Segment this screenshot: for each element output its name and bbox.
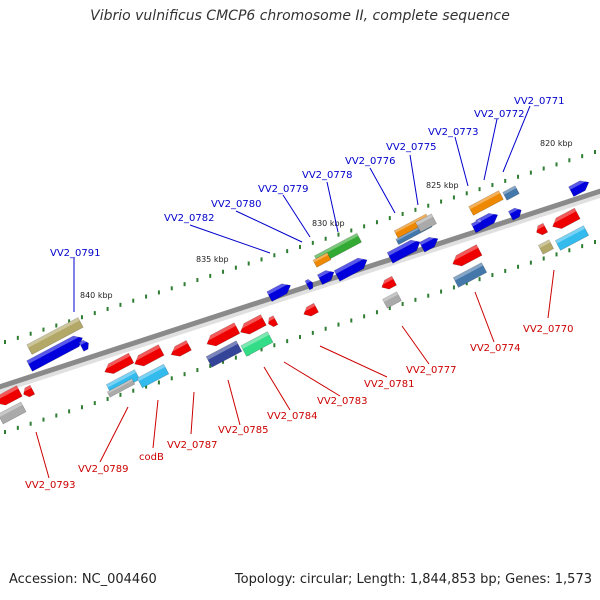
feature-plus-arrow	[470, 219, 483, 234]
scale-label: 820 kbp	[540, 139, 573, 148]
gene-label-minus: VV2_0783	[317, 396, 368, 407]
feature-minus-arrow	[549, 207, 581, 229]
gene-label-minus: VV2_0777	[406, 365, 457, 376]
leader-line	[189, 224, 271, 254]
feature-domain	[502, 185, 520, 201]
gene-label-plus: VV2_0782	[164, 213, 215, 224]
footer: Accession: NC_004460 Topology: circular;…	[0, 572, 600, 592]
gene-label-minus: VV2_0770	[523, 324, 574, 335]
feature-plus-arrow	[419, 233, 439, 253]
gene-label-plus: VV2_0776	[345, 156, 396, 167]
gene-label-plus: VV2_0772	[474, 109, 525, 120]
feature-plus-arrow	[304, 278, 314, 291]
feature-plus-arrow	[568, 177, 590, 197]
feature-minus-arrow	[168, 340, 192, 357]
feature-domain	[554, 225, 590, 251]
feature-minus-arrow	[379, 275, 397, 290]
feature-domain	[452, 262, 488, 288]
feature-domain	[26, 317, 84, 355]
leader-line	[369, 167, 396, 214]
feature-minus-arrow	[534, 222, 549, 236]
feature-minus-arrow	[266, 315, 279, 328]
feature-domain	[205, 340, 243, 368]
leader-line	[454, 136, 469, 187]
feature-minus-arrow	[237, 314, 267, 335]
feature-domain	[382, 291, 402, 309]
leader-line	[190, 391, 195, 435]
gene-label-plus: VV2_0791	[50, 248, 101, 259]
gene-label-minus: VV2_0785	[218, 425, 269, 436]
gene-label-minus: VV2_0789	[78, 464, 129, 475]
feature-plus-arrow	[507, 205, 522, 221]
gene-label-plus: VV2_0775	[386, 142, 437, 153]
scale-label: 825 kbp	[426, 181, 459, 190]
feature-domain	[468, 190, 504, 216]
feature-domain	[537, 239, 555, 255]
leader-line	[547, 269, 555, 319]
feature-minus-arrow	[449, 244, 483, 267]
feature-minus-arrow	[21, 384, 36, 398]
feature-plus-arrow	[266, 280, 292, 302]
gene-label-minus: codB	[139, 452, 164, 463]
feature-domain	[415, 213, 437, 233]
gene-label-plus: VV2_0780	[211, 199, 262, 210]
feature-plus-arrow	[78, 338, 89, 352]
feature-domain	[312, 252, 332, 268]
leader-line	[263, 366, 291, 411]
feature-minus-arrow	[0, 385, 23, 406]
leader-line	[326, 181, 339, 233]
feature-minus-arrow	[301, 302, 319, 317]
map-title: Vibrio vulnificus CMCP6 chromosome II, c…	[90, 8, 510, 24]
leader-line	[319, 345, 388, 378]
feature-plus-arrow	[333, 254, 368, 282]
feature-domain	[240, 331, 274, 357]
accession-label: Accession: NC_004460	[9, 572, 157, 587]
scale-label: 835 kbp	[196, 255, 229, 264]
gene-label-plus: VV2_0779	[258, 184, 309, 195]
scale-label: 840 kbp	[80, 291, 113, 300]
leader-line	[227, 379, 241, 426]
leader-line	[152, 399, 159, 449]
feature-plus-arrow	[316, 267, 335, 286]
feature-minus-arrow	[204, 322, 241, 347]
gene-label-plus: VV2_0778	[302, 170, 353, 181]
feature-domain	[0, 401, 27, 425]
feature-domain	[106, 378, 136, 398]
leader-line	[483, 118, 498, 181]
scale-label: 830 kbp	[312, 219, 345, 228]
feature-plus-arrow	[386, 236, 421, 264]
gene-label-minus: VV2_0784	[267, 411, 318, 422]
leader-line	[283, 361, 341, 397]
feature-minus-arrow	[102, 352, 135, 374]
feature-minus-arrow	[131, 344, 165, 367]
leader-line	[35, 431, 50, 479]
gene-label-minus: VV2_0774	[470, 343, 521, 354]
leader-line	[409, 154, 419, 206]
leader-line	[474, 291, 495, 343]
gene-label-plus: VV2_0771	[514, 96, 565, 107]
feature-domain	[136, 363, 170, 389]
backbone-line	[0, 188, 600, 390]
gene-label-minus: VV2_0781	[364, 379, 415, 390]
gene-label-minus: VV2_0787	[167, 440, 218, 451]
leader-line	[502, 105, 531, 173]
gene-label-plus: VV2_0773	[428, 127, 479, 138]
genome-summary: Topology: circular; Length: 1,844,853 bp…	[234, 572, 592, 587]
leader-line	[235, 210, 303, 243]
leader-line	[401, 325, 430, 365]
leader-line	[99, 406, 129, 463]
leader-line	[282, 194, 311, 238]
gene-label-minus: VV2_0793	[25, 480, 76, 491]
